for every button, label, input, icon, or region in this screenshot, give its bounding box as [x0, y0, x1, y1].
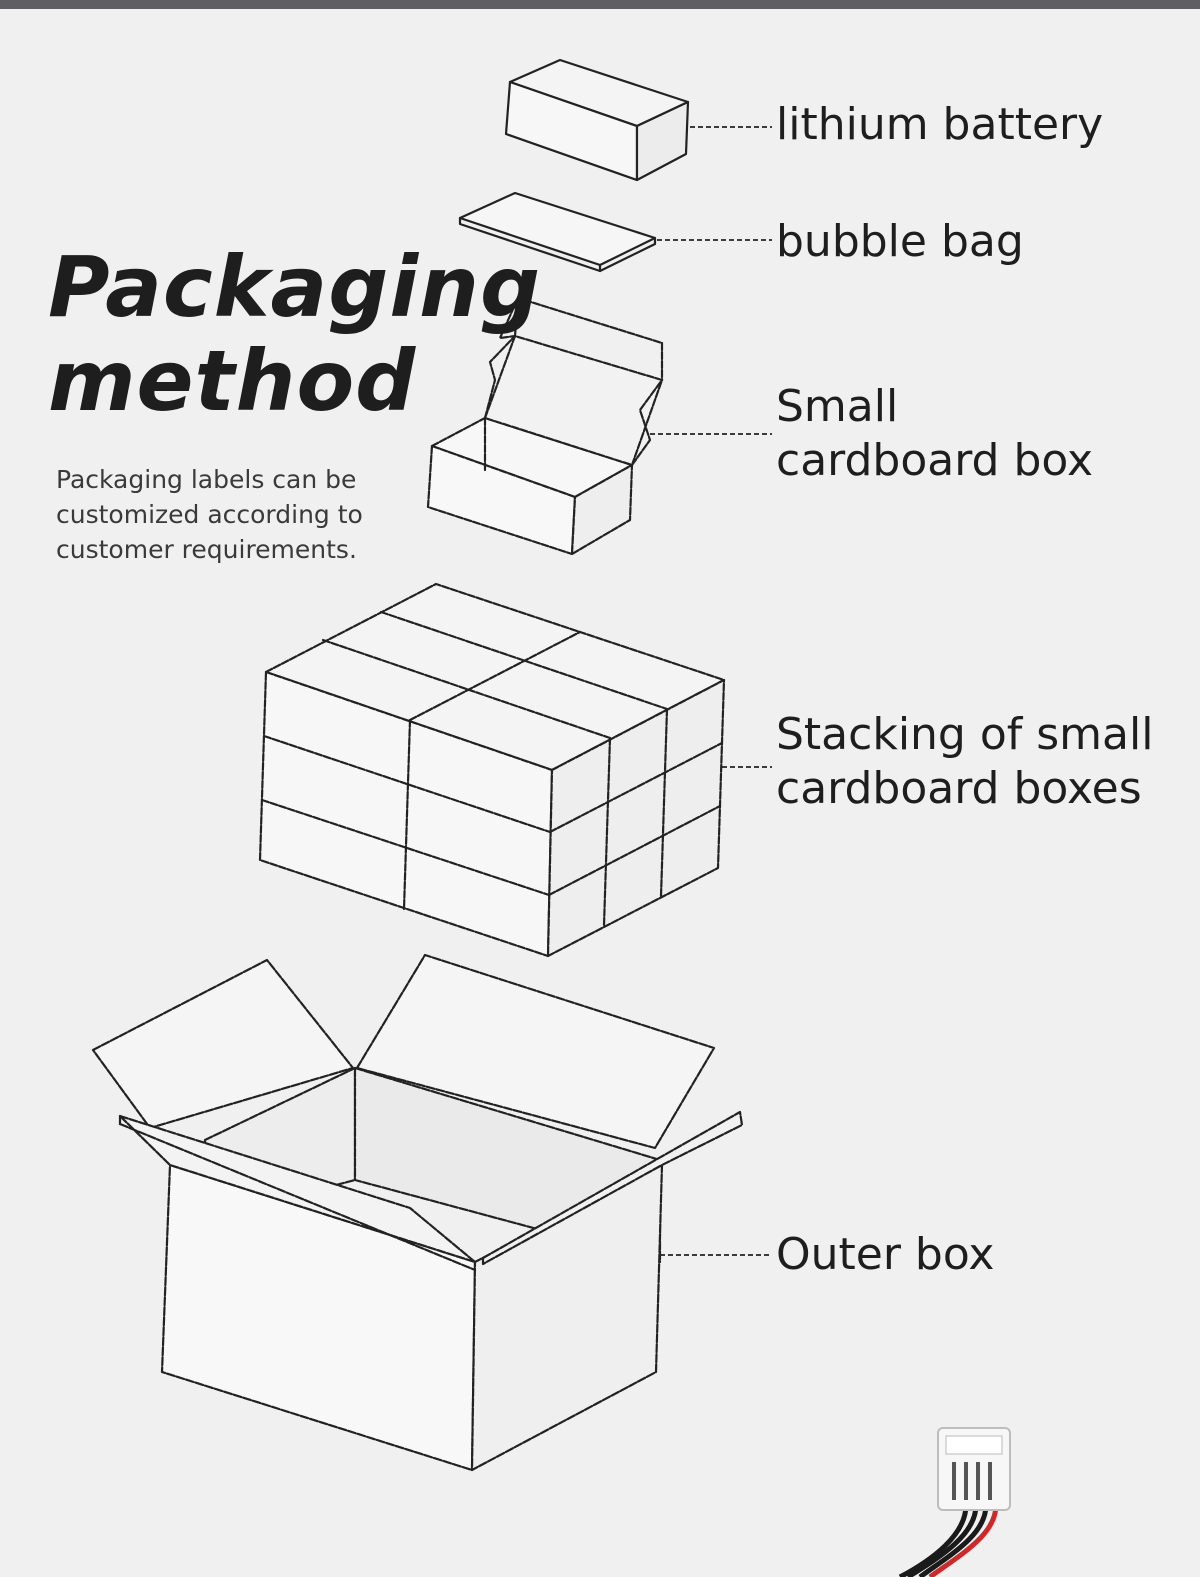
outer-box-drawing	[91, 953, 744, 1472]
bubble-bag-drawing	[458, 191, 657, 273]
label-small-cardboard-box: Small cardboard box	[776, 381, 1093, 486]
small-box-drawing	[426, 296, 664, 556]
label-stacked-boxes: Stacking of small cardboard boxes	[776, 709, 1154, 814]
title-line-2: method	[48, 332, 417, 430]
battery-connector-icon	[898, 1427, 1011, 1577]
top-bar	[0, 0, 1200, 9]
label-bubble-bag: bubble bag	[776, 216, 1024, 267]
battery-drawing	[504, 58, 690, 182]
stacked-boxes-drawing	[258, 582, 726, 958]
page-title: Packaging method	[48, 240, 541, 428]
leader-lines	[650, 126, 772, 1256]
label-outer-box: Outer box	[776, 1229, 995, 1280]
label-lithium-battery: lithium battery	[776, 99, 1104, 150]
subtitle-text: Packaging labels can be customized accor…	[56, 465, 363, 564]
title-line-1: Packaging	[48, 238, 542, 336]
